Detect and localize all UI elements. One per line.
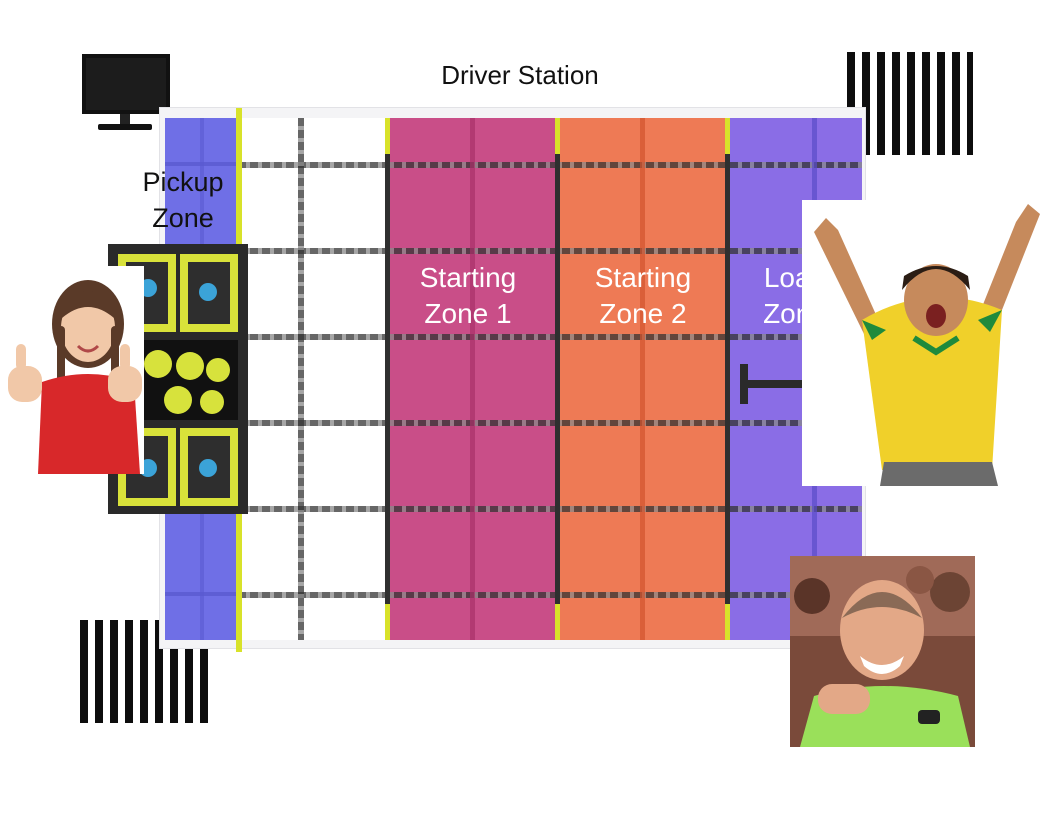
- grid-line: [470, 118, 475, 640]
- child-cheering: [802, 200, 1052, 486]
- divider-marker: [385, 604, 390, 640]
- divider-marker: [725, 118, 730, 154]
- zone-divider: [725, 118, 730, 640]
- grid-line: [238, 248, 862, 254]
- barcode-top-right-icon: [847, 52, 973, 155]
- divider-marker: [555, 118, 560, 154]
- divider-marker: [385, 118, 390, 154]
- starting-zone-2-label: Starting Zone 2: [594, 262, 692, 329]
- starting-zone-1-label: Starting Zone 1: [419, 262, 517, 329]
- child-thumbs-up: [2, 266, 144, 474]
- monitor-icon: [82, 54, 170, 130]
- grid-line: [640, 118, 645, 640]
- adult-referee: [790, 556, 975, 747]
- pickup-zone-label: Pickup Zone: [142, 167, 224, 233]
- divider-marker: [555, 604, 560, 640]
- grid-line: [238, 420, 862, 426]
- grid-line: [238, 506, 862, 512]
- grid-line: [238, 162, 862, 168]
- neutral-zone: [238, 118, 388, 640]
- grid-line: [298, 118, 304, 640]
- driver-station-title: Driver Station: [441, 60, 599, 90]
- game-field: Pickup Zone Starting Zone 1 Starting Zon…: [142, 108, 884, 652]
- grid-line: [238, 592, 862, 598]
- divider-marker: [725, 604, 730, 640]
- grid-line: [238, 334, 862, 340]
- zone-divider: [555, 118, 560, 640]
- zone-divider: [385, 118, 390, 640]
